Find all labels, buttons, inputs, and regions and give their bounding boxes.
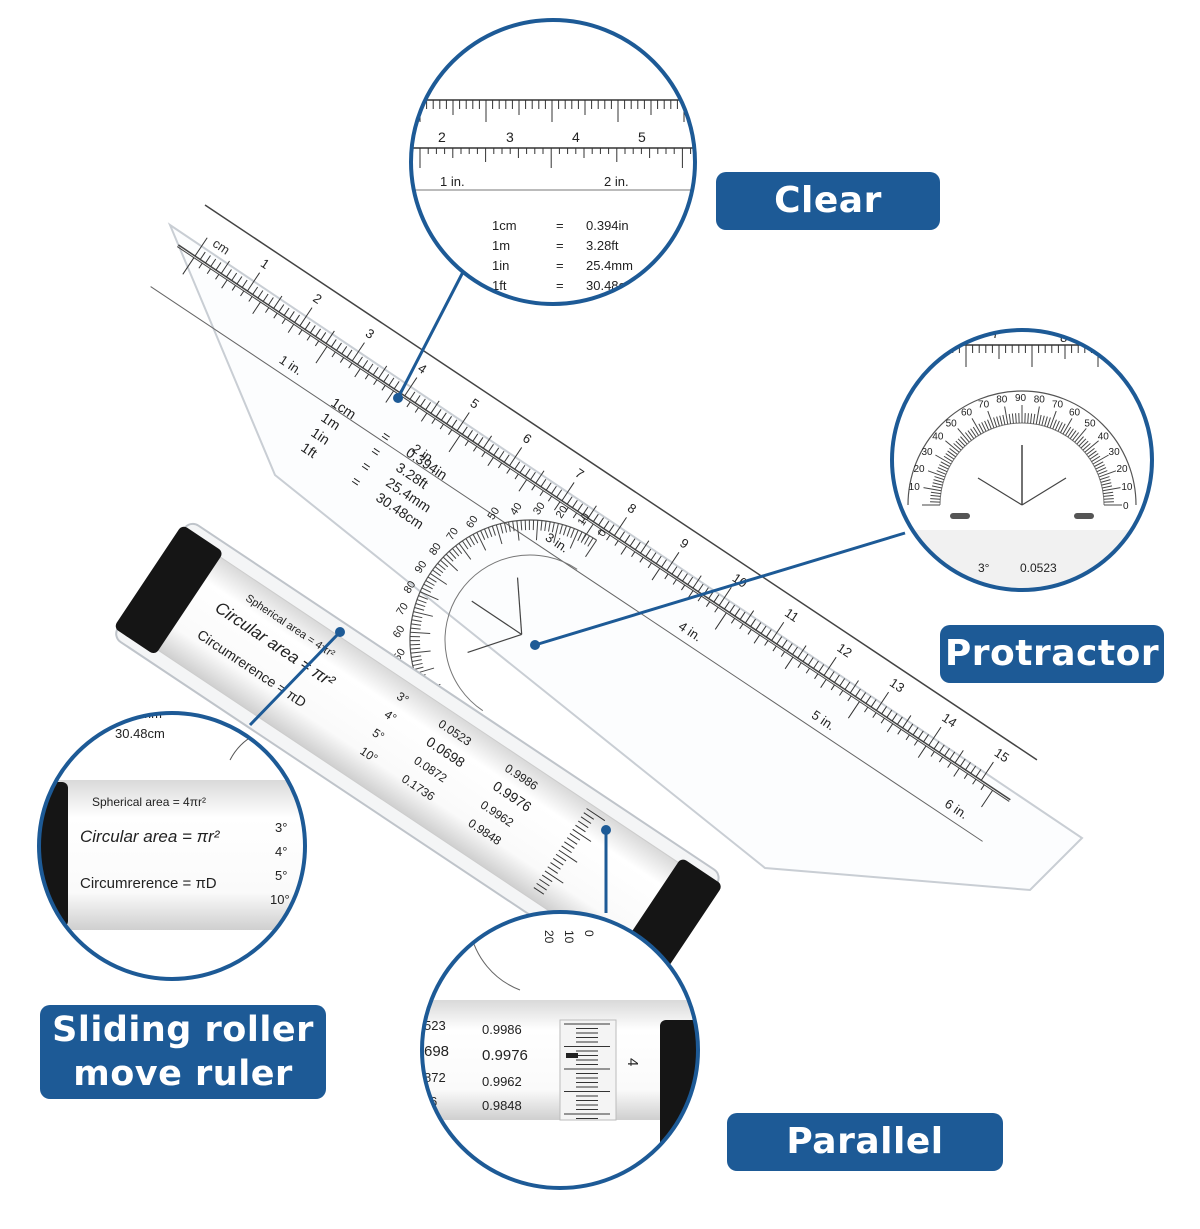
zoom-protractor-number: 70 (1052, 400, 1064, 411)
zc-conv-eq-3: = (556, 258, 564, 273)
zoom-protractor-number: 50 (1084, 418, 1096, 429)
cm-number: 15 (992, 745, 1012, 766)
zoom-protractor-number: 10 (1121, 482, 1133, 493)
callout-dot-protractor (530, 640, 540, 650)
cm-number: 9 (677, 535, 691, 551)
zs-angle-2: 4° (275, 844, 287, 859)
zs-angle-1: 3° (275, 820, 287, 835)
clear-scale-text: Clear scale (716, 172, 940, 288)
zc-num-5: 5 (638, 129, 646, 145)
protractor-label: Protractor (940, 625, 1164, 683)
zpar-side-number: 4 (624, 1058, 641, 1066)
zs-spherical: Spherical area = 4πr² (92, 795, 206, 809)
clear-scale-label: Clear scale (716, 172, 940, 230)
zoom-parallel-scale: 20 10 0 523 698 872 6 0.9986 0.9976 0.99… (420, 912, 700, 1188)
zpar-cos-1: 0.9986 (482, 1022, 522, 1037)
zoom-protractor-number: 40 (932, 432, 944, 443)
zpar-tick-20: 20 (542, 930, 556, 944)
zc-conv-eq-4: = (556, 278, 564, 293)
zoom-protractor-number: 60 (961, 407, 973, 418)
cm-number: 14 (939, 710, 959, 731)
callout-dot-clear (393, 393, 403, 403)
callout-dot-parallel (601, 825, 611, 835)
zc-conv-val-2: 3.28ft (586, 238, 619, 253)
zs-conv-b: 30.48cm (115, 726, 165, 741)
sliding-roller-line1: Sliding roller (40, 1008, 326, 1052)
zc-conv-unit-2: 1m (492, 238, 510, 253)
zc-num-4: 4 (572, 129, 580, 145)
zoom-protractor-number: 80 (996, 395, 1008, 406)
zp-angle: 3° (978, 561, 990, 575)
parallel-scale-text: Parallel scale (727, 1113, 1003, 1229)
cm-number: 13 (887, 675, 907, 696)
zc-conv-eq-2: = (556, 238, 564, 253)
cm-number: 12 (835, 640, 855, 661)
sliding-roller-line2: move ruler (40, 1052, 326, 1096)
cm-number: 7 (572, 465, 586, 481)
protractor-number: 60 (391, 624, 408, 641)
zoom-protractor-number: 90 (1015, 393, 1027, 404)
zoom-protractor-number: 0 (1123, 501, 1129, 512)
cm-number: 8 (625, 500, 639, 516)
zoom-protractor-number: 20 (914, 464, 926, 475)
cm-number: 11 (782, 605, 802, 625)
zp-sin: 0.0523 (1020, 561, 1057, 575)
zc-num-2: 2 (438, 129, 446, 145)
zpar-tick-10: 10 (562, 930, 576, 944)
zpar-cos-2: 0.9976 (482, 1047, 528, 1064)
sliding-roller-label: Sliding roller move ruler (40, 1005, 326, 1099)
protractor-number: 70 (394, 601, 411, 618)
zc-conv-eq-1: = (556, 218, 564, 233)
cm-number: 5 (468, 395, 482, 411)
zoom-clear-scale: 2 3 4 5 1 in. 2 in. 1cm = 0.394in 1m = 3… (410, 20, 750, 304)
protractor-text: Protractor (940, 625, 1164, 683)
parallel-scale-label: Parallel scale (727, 1113, 1003, 1171)
zoom-protractor-number: 40 (1098, 432, 1110, 443)
zc-conv-val-1: 0.394in (586, 218, 629, 233)
zoom-protractor-number: 60 (1069, 407, 1081, 418)
cm-number: 1 (258, 255, 272, 271)
zoom-protractor-number: 10 (909, 482, 921, 493)
zoom-protractor-number: 80 (1034, 395, 1046, 406)
zc-conv-unit-1: 1cm (492, 218, 517, 233)
zoom-protractor-number: 70 (978, 400, 990, 411)
zpar-tick-0: 0 (582, 930, 596, 937)
cm-number: 6 (520, 430, 534, 446)
cm-number: 2 (310, 290, 324, 306)
zc-conv-val-3: 25.4mm (586, 258, 633, 273)
zs-angle-4: 10° (270, 892, 290, 907)
zc-in-1: 1 in. (440, 174, 465, 189)
zpar-cos-4: 0.9848 (482, 1098, 522, 1113)
zpar-cos-3: 0.9962 (482, 1074, 522, 1089)
zc-conv-unit-3: 1in (492, 258, 509, 273)
zs-circular: Circular area = πr² (80, 827, 221, 846)
zc-num-3: 3 (506, 129, 514, 145)
zoom-protractor-number: 20 (1116, 464, 1128, 475)
zc-in-2: 2 in. (604, 174, 629, 189)
zoom-protractor-number: 30 (1109, 447, 1121, 458)
zs-angle-3: 5° (275, 868, 287, 883)
zoom-protractor-number: 30 (921, 447, 933, 458)
cm-number: 3 (363, 325, 377, 341)
zpar-sin-2: 698 (424, 1043, 449, 1060)
zoom-protractor-number: 50 (946, 418, 958, 429)
callout-dot-sliding (335, 627, 345, 637)
zs-circumference: Circumrerence = πD (80, 875, 217, 892)
